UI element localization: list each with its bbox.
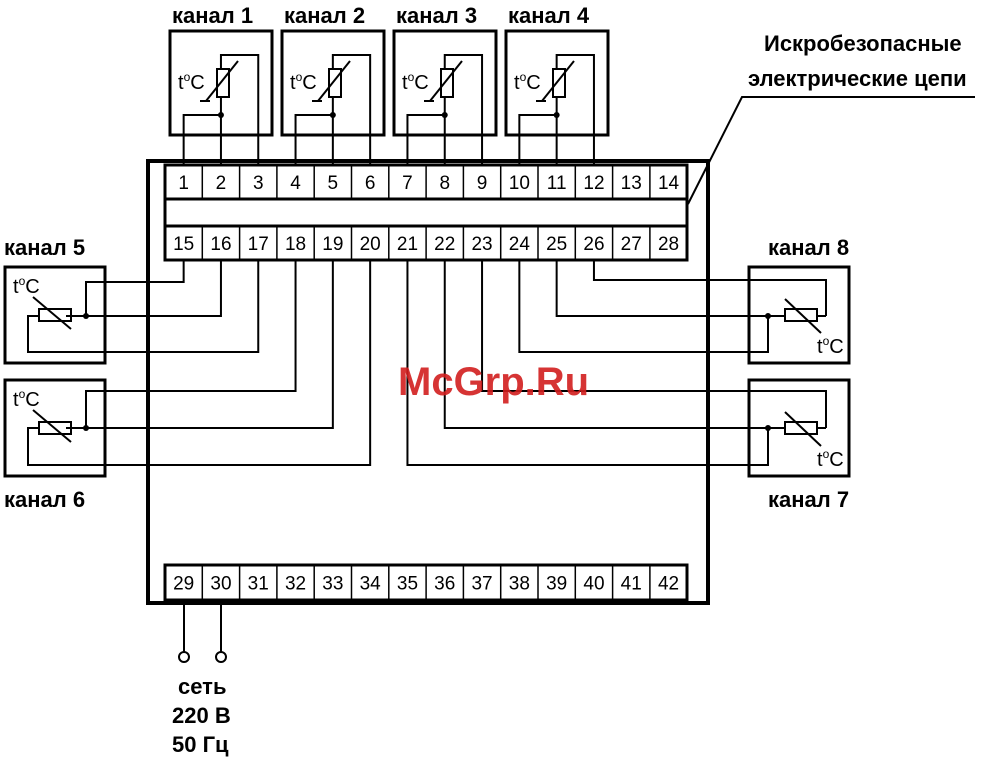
channel-2-label: канал 2 (284, 3, 365, 28)
terminal-10: 10 (509, 173, 530, 194)
temperature-symbol: toC (817, 447, 844, 471)
terminal-29: 29 (173, 574, 194, 595)
channel-3-label: канал 3 (396, 3, 477, 28)
terminal-3: 3 (253, 173, 264, 194)
terminal-11: 11 (547, 173, 567, 194)
power-leads (179, 600, 226, 662)
terminal-38: 38 (509, 574, 530, 595)
terminal-21: 21 (397, 234, 418, 255)
terminal-24: 24 (509, 234, 531, 255)
terminal-6: 6 (365, 173, 376, 194)
channel-5-label: канал 5 (4, 235, 85, 260)
watermark: McGrp.Ru (398, 360, 589, 404)
power-terminal-n (216, 652, 226, 662)
sensors-layer: toC toC toC toC toC toC toC toC (5, 31, 849, 476)
terminal-39: 39 (546, 574, 567, 595)
temperature-symbol: toC (13, 387, 40, 411)
temperature-symbol: toC (514, 70, 541, 94)
terminal-42: 42 (658, 574, 679, 595)
terminal-30: 30 (210, 574, 231, 595)
terminal-4: 4 (290, 173, 301, 194)
terminal-41: 41 (621, 574, 642, 595)
terminal-9: 9 (477, 173, 488, 194)
intrinsic-safety-separator (165, 199, 687, 226)
power-label: сеть (178, 674, 226, 699)
temperature-symbol: toC (13, 274, 40, 298)
terminal-35: 35 (397, 574, 418, 595)
temperature-symbol: toC (290, 70, 317, 94)
channel-7-label: канал 7 (768, 487, 849, 512)
terminal-8: 8 (439, 173, 450, 194)
power-frequency: 50 Гц (172, 732, 229, 757)
safety-note-line1: Искробезопасные (764, 31, 962, 56)
safety-note-leader (688, 97, 975, 204)
terminal-28: 28 (658, 234, 679, 255)
channel-6-label: канал 6 (4, 487, 85, 512)
terminal-22: 22 (434, 234, 455, 255)
terminal-18: 18 (285, 234, 306, 255)
terminal-26: 26 (583, 234, 604, 255)
safety-note-line2: электрические цепи (748, 66, 967, 91)
terminal-32: 32 (285, 574, 306, 595)
channel-4-label: канал 4 (508, 3, 590, 28)
terminal-27: 27 (621, 234, 642, 255)
terminal-34: 34 (360, 574, 382, 595)
terminal-7: 7 (402, 173, 413, 194)
terminal-33: 33 (322, 574, 343, 595)
terminal-20: 20 (360, 234, 381, 255)
terminal-36: 36 (434, 574, 455, 595)
temperature-symbol: toC (817, 334, 844, 358)
temperature-symbol: toC (178, 70, 205, 94)
terminal-12: 12 (583, 173, 604, 194)
terminal-14: 14 (658, 173, 680, 194)
terminal-13: 13 (621, 173, 642, 194)
terminal-25: 25 (546, 234, 567, 255)
terminal-5: 5 (328, 173, 339, 194)
terminal-23: 23 (471, 234, 492, 255)
terminal-19: 19 (322, 234, 343, 255)
channel-1-label: канал 1 (172, 3, 253, 28)
power-voltage: 220 В (172, 703, 231, 728)
terminal-1: 1 (178, 173, 189, 194)
terminal-block-bottom: 29 30 31 32 33 34 35 36 37 38 39 40 41 42 (165, 565, 687, 600)
channel-8-label: канал 8 (768, 235, 849, 260)
terminal-15: 15 (173, 234, 194, 255)
power-terminal-l (179, 652, 189, 662)
terminal-2: 2 (216, 173, 227, 194)
terminal-37: 37 (471, 574, 492, 595)
temperature-symbol: toC (402, 70, 429, 94)
terminal-40: 40 (583, 574, 604, 595)
terminal-31: 31 (248, 574, 269, 595)
terminal-17: 17 (248, 234, 269, 255)
terminal-block-middle: 15 16 17 18 19 20 21 22 23 24 25 26 27 28 (165, 226, 687, 260)
terminal-16: 16 (210, 234, 231, 255)
